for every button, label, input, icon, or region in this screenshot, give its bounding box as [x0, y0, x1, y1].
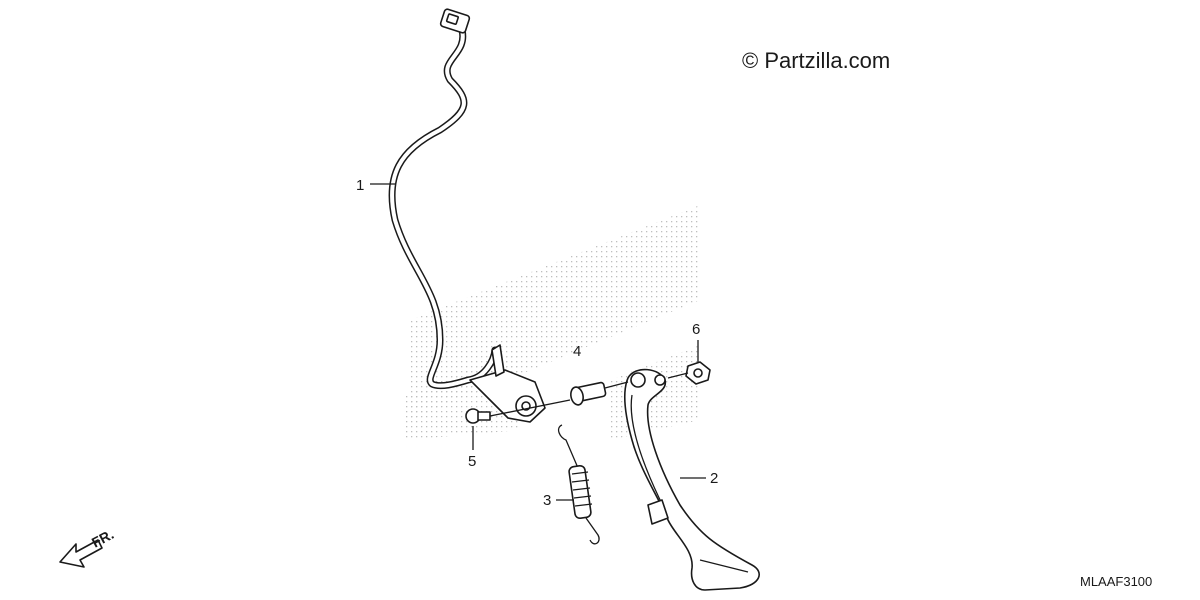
part-1-sidestand-switch-wire — [388, 8, 499, 390]
callout-5: 5 — [468, 453, 476, 470]
part-5-bolt — [465, 408, 491, 424]
figure-code: MLAAF3100 — [1080, 574, 1152, 589]
leader-lines — [370, 183, 706, 501]
callout-4: 4 — [573, 343, 581, 360]
pivot-bolt — [570, 381, 607, 406]
front-direction-arrow-icon: FR. — [59, 526, 116, 568]
callout-3: 3 — [543, 492, 551, 509]
callout-2: 2 — [710, 470, 718, 487]
callout-6: 6 — [692, 321, 700, 338]
part-3-spring — [557, 424, 600, 545]
part-6-nut — [685, 361, 711, 385]
copyright-text: © Partzilla.com — [742, 48, 890, 73]
part-2-side-stand — [624, 368, 760, 591]
watermark-logo — [405, 205, 700, 440]
callout-1: 1 — [356, 177, 364, 194]
